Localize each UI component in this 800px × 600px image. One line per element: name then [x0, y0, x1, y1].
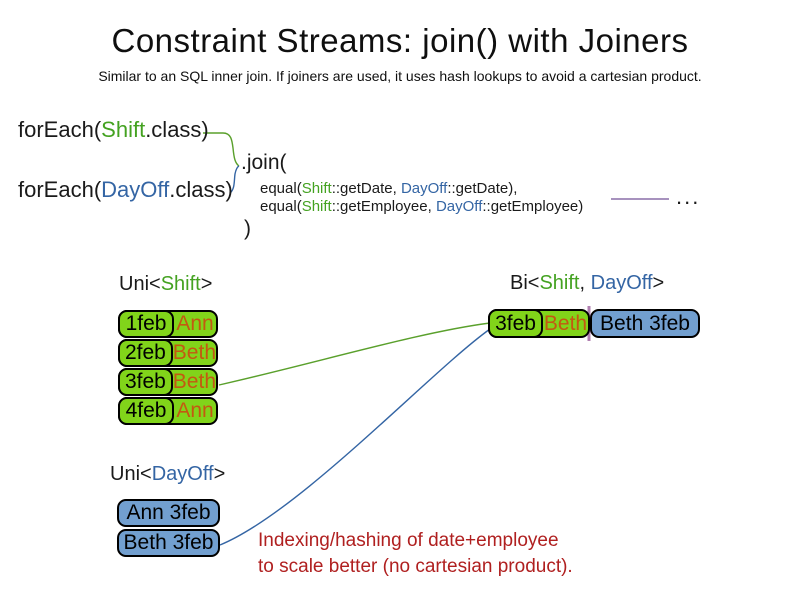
note-line: Indexing/hashing of date+employee — [258, 530, 559, 551]
label-text: , — [579, 272, 591, 294]
label-text: Uni< — [110, 463, 152, 485]
shift-date-cell: 2feb — [118, 339, 173, 367]
code-foreach-dayoff: forEach(DayOff.class) — [18, 177, 233, 203]
page-subtitle: Similar to an SQL inner join. If joiners… — [98, 68, 702, 84]
code-text: equal( — [260, 198, 302, 215]
shift-class-token: Shift — [301, 198, 332, 215]
label-text: Bi< — [510, 272, 540, 294]
shift-to-bi-curve — [218, 322, 491, 386]
code-text: forEach( — [18, 117, 102, 142]
code-text: ::getEmployee) — [482, 198, 584, 215]
uni-shift-table: 1feb Ann 2feb Beth 3feb Beth 4feb Ann — [118, 310, 218, 425]
bi-result-row: 3feb Beth Beth 3feb — [488, 309, 700, 338]
shift-row: 3feb Beth — [118, 368, 218, 396]
dayoff-row: Ann 3feb — [117, 499, 220, 527]
dayoff-class-token: DayOff — [101, 177, 170, 202]
shift-row: 2feb Beth — [118, 339, 218, 367]
shift-class-token: Shift — [101, 117, 146, 142]
uni-dayoff-table: Ann 3feb Beth 3feb — [117, 499, 220, 557]
label-text: > — [213, 463, 226, 485]
bi-dayoff-part: Beth 3feb — [590, 309, 700, 338]
note-line: to scale better (no cartesian product). — [258, 556, 573, 577]
brace-blue-segment — [229, 165, 240, 194]
bi-shift-part: 3feb Beth — [488, 309, 590, 338]
code-text: .class) — [145, 117, 209, 142]
code-text: forEach( — [18, 177, 102, 202]
label-text: > — [652, 272, 665, 294]
shift-class-token: Shift — [301, 180, 332, 197]
code-equal-date: equal(Shift::getDate, DayOff::getDate), — [260, 180, 517, 197]
shift-employee-cell: Beth — [172, 341, 216, 364]
dayoff-class-token: DayOff — [435, 198, 483, 215]
code-equal-employee: equal(Shift::getEmployee, DayOff::getEmp… — [260, 198, 583, 215]
code-text: .class) — [169, 177, 233, 202]
shift-employee-cell: Beth — [172, 370, 216, 393]
code-text: ::getEmployee, — [331, 198, 436, 215]
shift-date-cell: 3feb — [118, 368, 173, 396]
code-join-open: .join( — [241, 151, 287, 174]
dayoff-class-token: DayOff — [400, 180, 448, 197]
dayoff-class-token: DayOff — [151, 463, 214, 485]
shift-employee-cell: Beth — [543, 311, 588, 335]
uni-dayoff-label: Uni<DayOff> — [110, 463, 225, 486]
shift-date-cell: 4feb — [118, 397, 174, 425]
shift-date-cell: 3feb — [488, 309, 543, 338]
shift-class-token: Shift — [539, 272, 580, 294]
shift-class-token: Shift — [160, 273, 201, 295]
code-foreach-shift: forEach(Shift.class) — [18, 117, 209, 143]
page-title: Constraint Streams: join() with Joiners — [111, 22, 689, 59]
brace-green-segment — [203, 132, 240, 167]
code-text: ::getDate), — [447, 180, 518, 197]
shift-employee-cell: Ann — [176, 312, 214, 335]
label-text: Uni< — [119, 273, 161, 295]
code-text: ::getDate, — [331, 180, 401, 197]
dayoff-class-token: DayOff — [590, 272, 653, 294]
bi-label: Bi<Shift, DayOff> — [510, 272, 664, 295]
code-text: equal( — [260, 180, 302, 197]
dayoff-to-bi-curve — [219, 328, 491, 546]
shift-employee-cell: Ann — [176, 399, 214, 422]
indexing-note: Indexing/hashing of date+employee to sca… — [258, 528, 573, 580]
code-join-close: ) — [244, 217, 251, 240]
more-joiners-ellipsis: ... — [676, 184, 701, 209]
shift-date-cell: 1feb — [118, 310, 174, 338]
dayoff-row: Beth 3feb — [117, 529, 220, 557]
label-text: > — [200, 273, 213, 295]
uni-shift-label: Uni<Shift> — [119, 273, 212, 296]
shift-row: 1feb Ann — [118, 310, 218, 338]
shift-row: 4feb Ann — [118, 397, 218, 425]
